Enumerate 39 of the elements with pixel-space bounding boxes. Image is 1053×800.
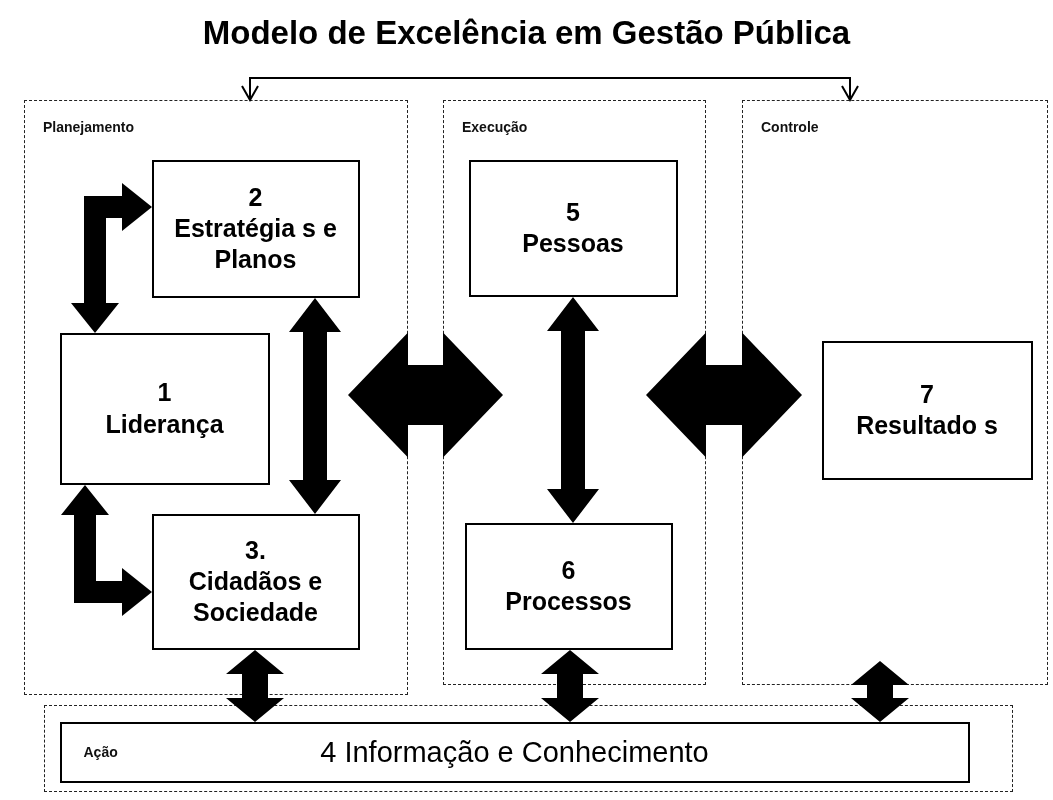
diagram-title: Modelo de Excelência em Gestão Pública bbox=[202, 14, 851, 52]
wide-box bbox=[59, 721, 970, 783]
box-title: 4 Informação e Conhecimento bbox=[320, 735, 709, 769]
process-box bbox=[59, 332, 270, 485]
block-arrow bbox=[289, 298, 341, 514]
group-label: Controle bbox=[761, 119, 819, 135]
dashed-group-frame bbox=[742, 100, 1048, 685]
block-arrow bbox=[71, 183, 152, 333]
process-box bbox=[821, 340, 1033, 480]
dashed-group-frame bbox=[443, 100, 706, 685]
box-number: 2 bbox=[247, 181, 264, 213]
dashed-group-frame bbox=[24, 100, 408, 695]
arrow bbox=[241, 77, 859, 101]
dashed-group-frame bbox=[44, 705, 1013, 792]
box-number: 7 bbox=[919, 378, 935, 410]
process-box bbox=[151, 159, 360, 298]
box-title: Cidadãos e Sociedade bbox=[187, 565, 324, 629]
process-box bbox=[468, 159, 678, 297]
block-arrow bbox=[547, 297, 599, 523]
block-arrow bbox=[226, 650, 284, 722]
box-title: Estratégia s e Planos bbox=[173, 212, 338, 276]
process-box bbox=[151, 513, 360, 650]
block-arrow bbox=[646, 332, 802, 458]
group-label: Planejamento bbox=[43, 119, 135, 135]
box-title: Liderança bbox=[104, 408, 225, 440]
box-title: Resultado s bbox=[855, 410, 999, 441]
block-arrow bbox=[61, 485, 152, 616]
box-number: 1 bbox=[156, 377, 173, 409]
box-title: Pessoas bbox=[521, 228, 625, 259]
box-number: 3. bbox=[244, 534, 267, 566]
block-arrow bbox=[541, 650, 599, 722]
box-number: 5 bbox=[565, 196, 581, 228]
process-box bbox=[464, 522, 673, 650]
box-title: Processos bbox=[504, 586, 633, 617]
group-label: Execução bbox=[462, 119, 528, 135]
block-arrow bbox=[851, 661, 909, 722]
block-arrow bbox=[348, 332, 503, 458]
box-tag: Ação bbox=[83, 744, 118, 760]
box-number: 6 bbox=[560, 554, 577, 586]
